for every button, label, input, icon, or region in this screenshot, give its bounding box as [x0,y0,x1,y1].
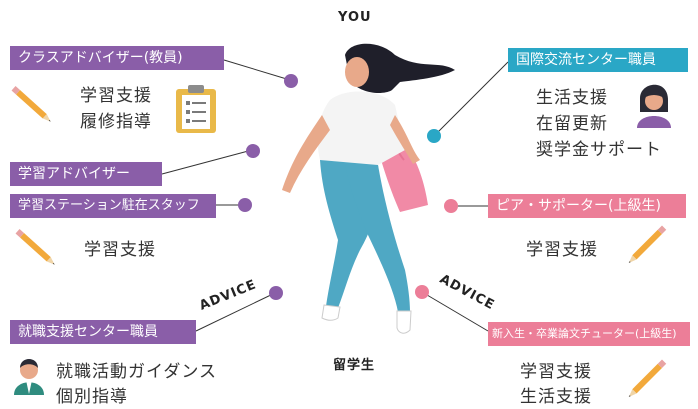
study-station-label: 学習ステーション駐在スタッフ [10,194,216,218]
class-advisor-label: クラスアドバイザー(教員) [10,46,224,70]
you-label: YOU [338,10,372,25]
tutor-line-2: 生活支援 [520,387,592,407]
intl-center-line-3: 奨学金サポート [536,140,662,160]
connector-dot [427,129,441,143]
connector-dot [444,199,458,213]
connector-dot [269,286,283,300]
career-center-line-1: 就職活動ガイダンス [56,362,217,382]
career-center-line-2: 個別指導 [56,387,128,407]
peer-supporter-label: ピア・サポーター(上級生) [488,194,686,218]
connector-dot [246,144,260,158]
intl-center-line-2: 在留更新 [536,114,608,134]
career-center-label: 就職支援センター職員 [10,320,196,344]
student-label: 留学生 [333,358,376,373]
tutor-label: 新入生・卒業論文チューター(上級生) [488,322,690,346]
intl-center-label: 国際交流センター職員 [508,48,688,72]
connector-dot [415,285,429,299]
class-advisor-line-1: 学習支援 [80,86,152,106]
tutor-line-1: 学習支援 [520,362,592,382]
intl-center-line-1: 生活支援 [536,88,608,108]
connector-dot [238,198,252,212]
class-advisor-line-2: 履修指導 [80,112,152,132]
study-station-line-1: 学習支援 [84,240,156,260]
peer-supporter-line-1: 学習支援 [526,240,598,260]
study-advisor-label: 学習アドバイザー [10,162,162,186]
connector-dot [284,74,298,88]
